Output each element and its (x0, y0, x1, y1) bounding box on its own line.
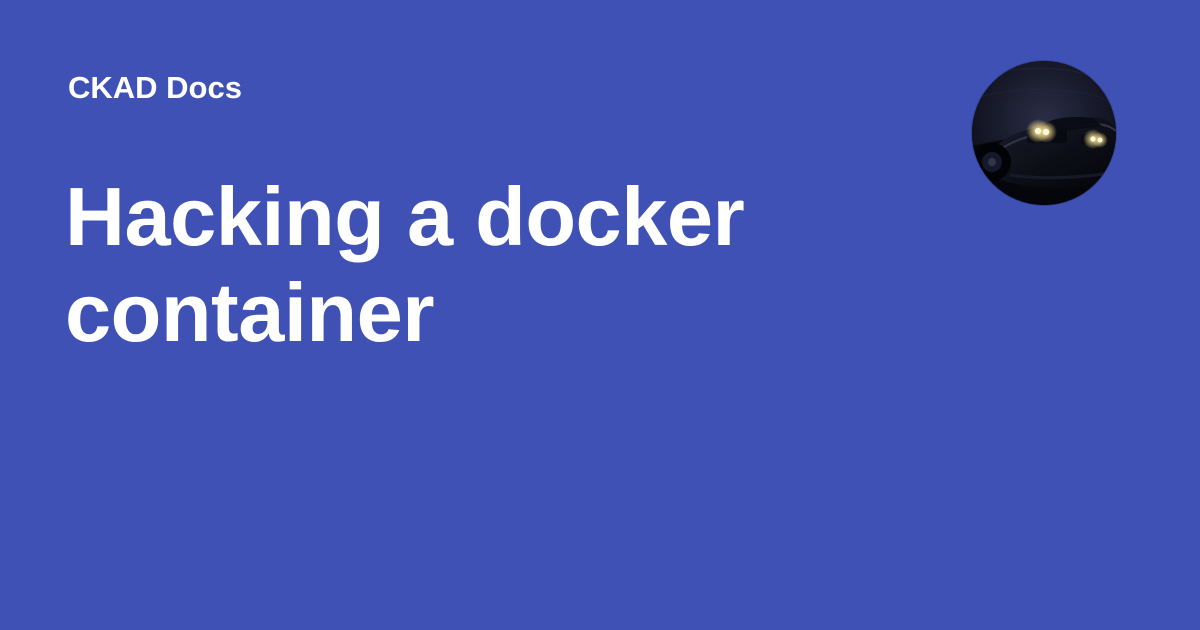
car-photo-avatar (972, 61, 1116, 205)
page-title: Hacking a docker container (65, 170, 745, 359)
site-name: CKAD Docs (68, 70, 242, 105)
